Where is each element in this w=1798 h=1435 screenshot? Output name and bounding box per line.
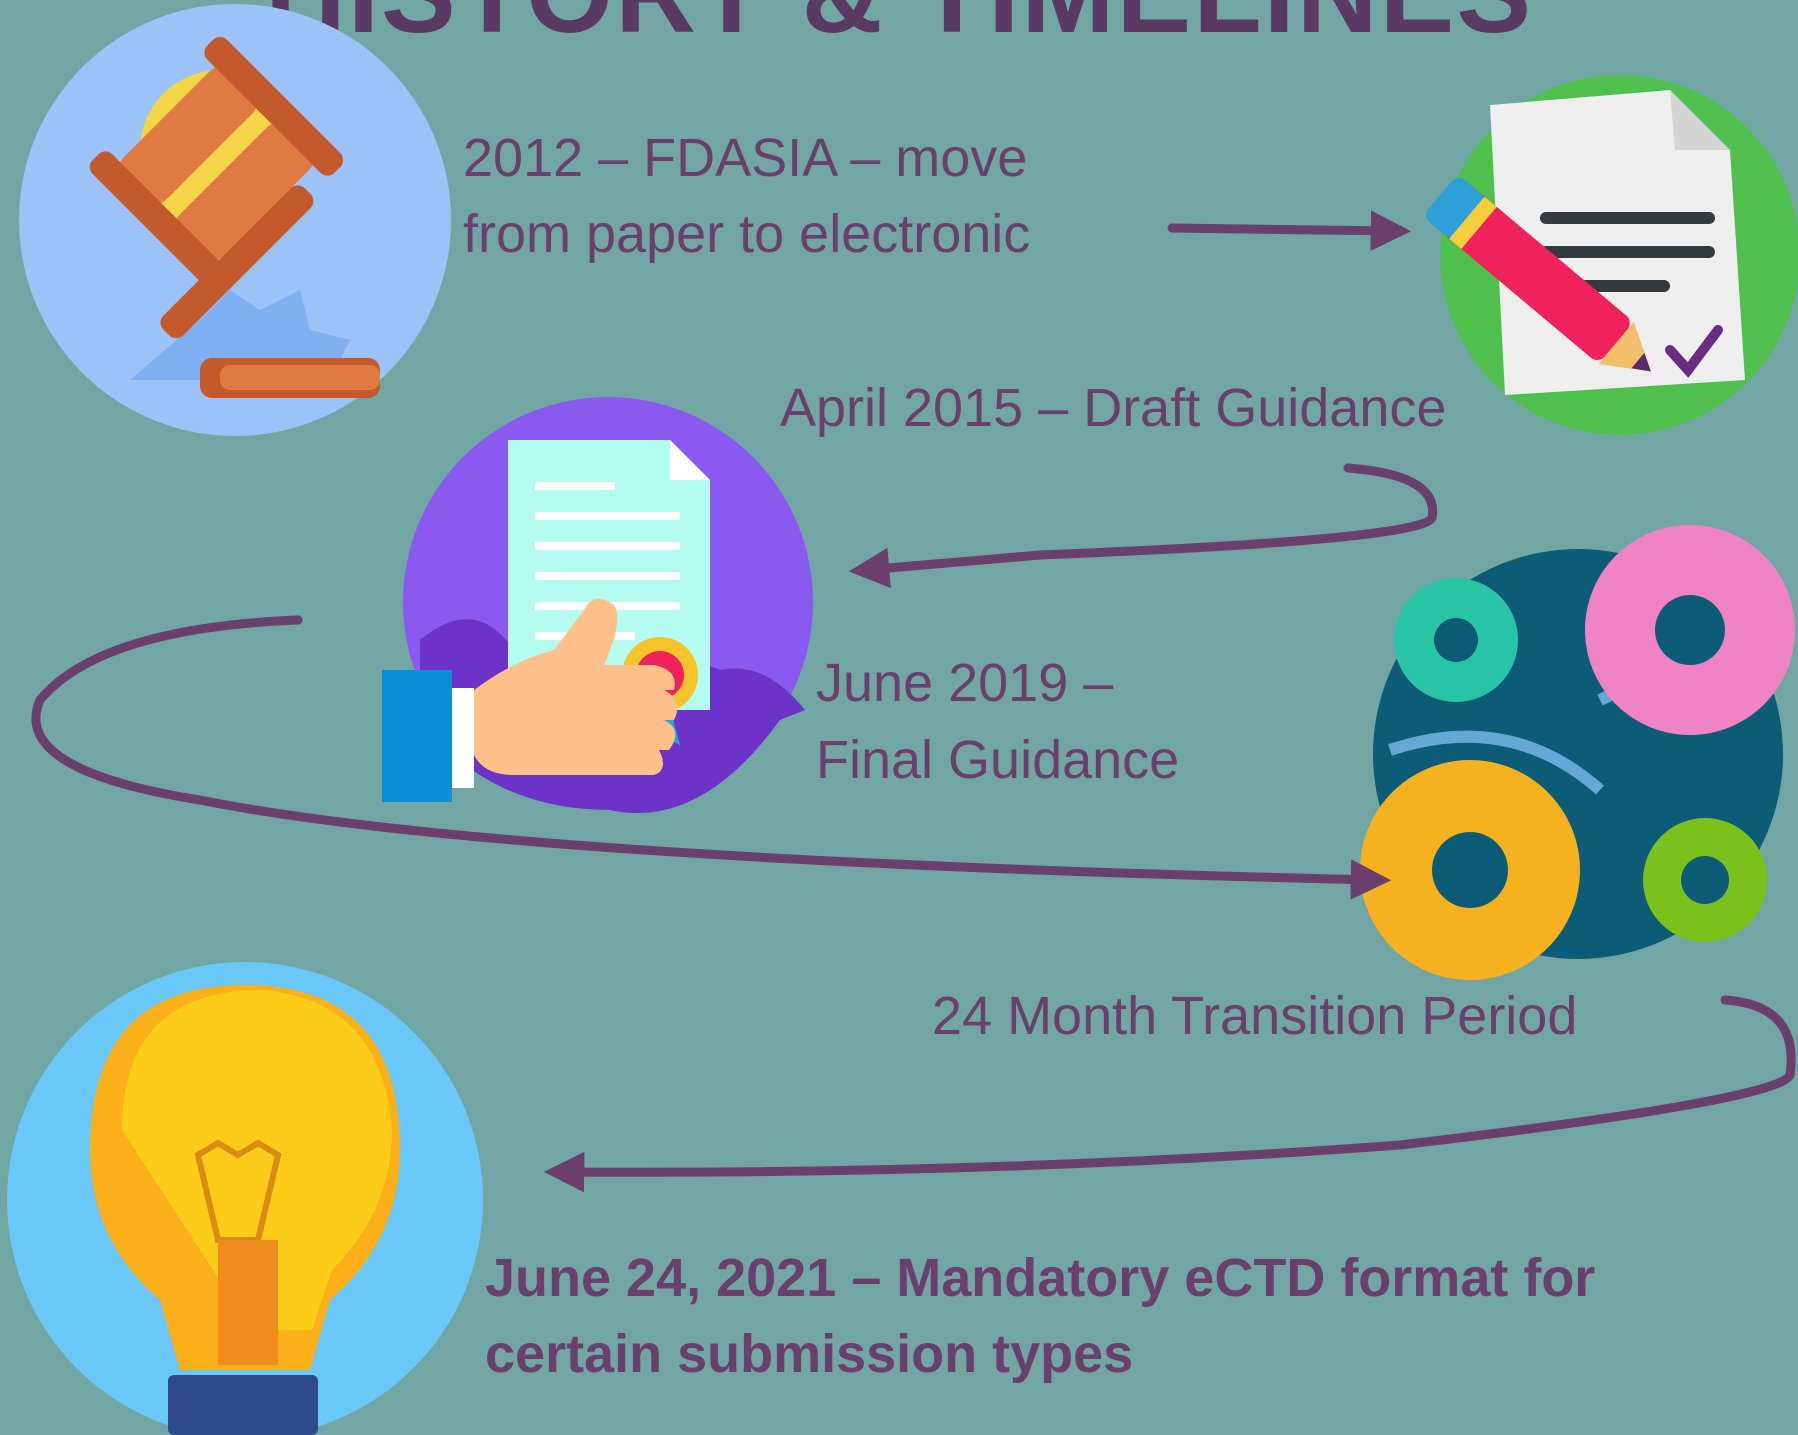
gavel-icon xyxy=(19,4,451,436)
milestone-1-line2: from paper to electronic xyxy=(463,204,1031,264)
milestone-3-line2: Final Guidance xyxy=(816,730,1180,790)
gears-icon xyxy=(1360,525,1795,980)
arrow-3 xyxy=(31,615,1392,900)
milestone-2-line1: April 2015 – Draft Guidance xyxy=(780,378,1447,438)
milestone-5-line2: certain submission types xyxy=(485,1324,1134,1384)
lightbulb-icon xyxy=(7,962,483,1435)
page-title: HISTORY & TIMELINES xyxy=(0,0,1798,50)
approved-document-icon xyxy=(382,397,813,814)
milestone-3-line1: June 2019 – xyxy=(816,653,1114,713)
milestone-1-line1: 2012 – FDASIA – move xyxy=(463,128,1028,188)
milestone-4-line1: 24 Month Transition Period xyxy=(932,986,1578,1046)
signed-document-icon xyxy=(1426,75,1798,435)
milestone-5-line1: June 24, 2021 – Mandatory eCTD format fo… xyxy=(485,1248,1596,1308)
arrow-1 xyxy=(1167,210,1412,251)
arrow-4 xyxy=(543,995,1796,1193)
arrow-2 xyxy=(848,463,1438,589)
